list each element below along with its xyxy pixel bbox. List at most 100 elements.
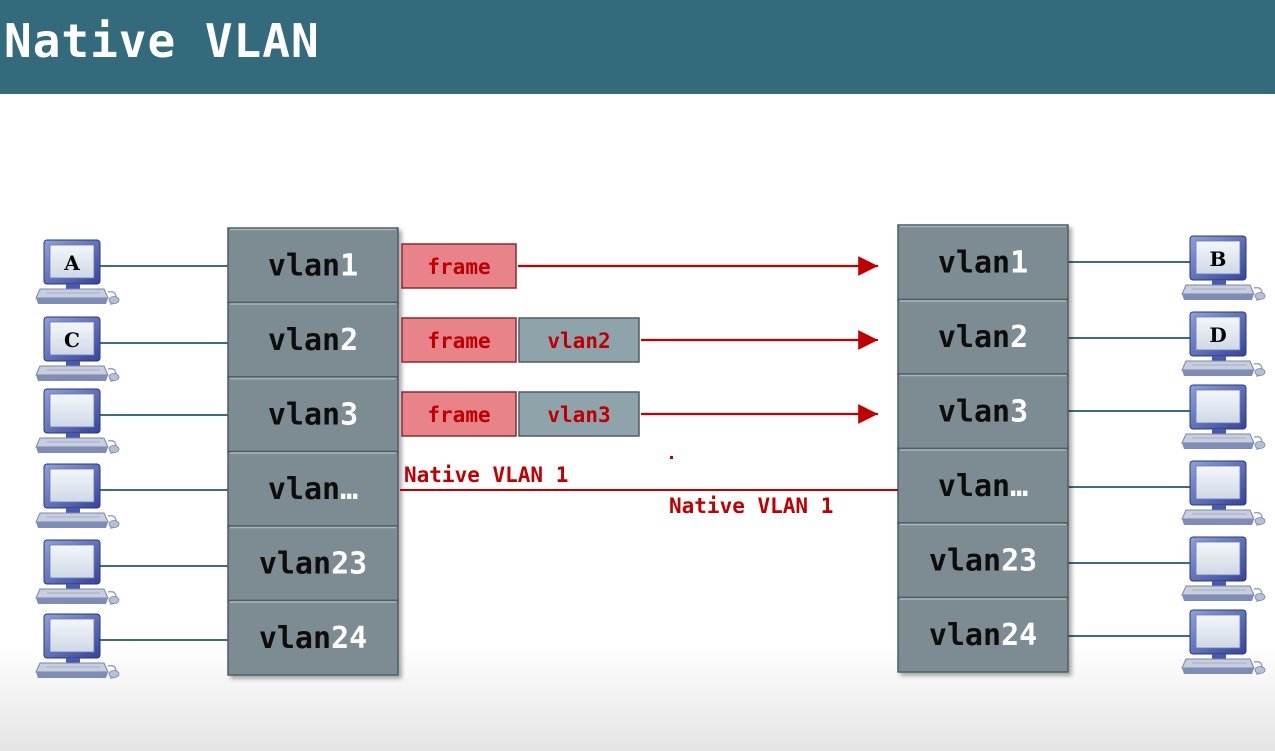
left-port-label: vlan1 [268,248,358,283]
right-port-number: … [1010,469,1028,504]
left-port-number: 24 [331,621,367,656]
native-vlan-label-left: Native VLAN 1 [404,463,568,487]
left-port-name: vlan [268,397,340,432]
left-port-box [227,525,399,602]
left-port-4: vlan… [227,450,399,527]
right-host-label: D [1209,323,1226,347]
left-port-box [227,301,399,378]
left-host-6[interactable] [35,613,120,679]
left-port-box [227,227,399,304]
right-port-label: vlan3 [938,394,1028,429]
right-port-name: vlan [938,469,1010,504]
right-port-box [897,373,1069,450]
right-port-6: vlan24 [897,596,1069,673]
right-host-5[interactable] [1181,536,1266,602]
right-port-number: 24 [1001,618,1037,653]
right-port-box [897,224,1069,301]
computer-icon [1181,609,1266,675]
right-port-number: 23 [1001,543,1037,578]
stray-dot [670,456,673,459]
left-port-6: vlan24 [227,599,399,676]
right-port-name: vlan [938,394,1010,429]
title-bar: Native VLAN [0,0,1275,94]
left-port-label: vlan3 [268,397,358,432]
right-host-2[interactable]: D [1181,311,1266,377]
right-port-name: vlan [938,320,1010,355]
right-port-3: vlan3 [897,373,1069,450]
right-hosts: BD [1181,235,1266,675]
right-port-4: vlan… [897,447,1069,524]
right-port-label: vlan… [938,469,1028,504]
frame-transfers: frame frame vlan2 frame vlan3 [401,243,878,437]
left-host-5[interactable] [35,539,120,605]
computer-icon [1181,536,1266,602]
left-port-box [227,450,399,527]
left-port-box [227,376,399,453]
right-port-number: 1 [1010,245,1028,280]
right-port-name: vlan [929,543,1001,578]
right-port-box [897,596,1069,673]
left-port-name: vlan [268,248,340,283]
right-host-1[interactable]: B [1181,235,1266,301]
native-vlan-link: Native VLAN 1 Native VLAN 1 [400,456,898,518]
right-host-6[interactable] [1181,609,1266,675]
page-title: Native VLAN [4,14,320,68]
frame-box [401,243,517,289]
left-port-3: vlan3 [227,376,399,453]
right-port-number: 2 [1010,320,1028,355]
left-port-number: 2 [340,323,358,358]
vlan-tag-label: vlan3 [547,403,610,427]
vlan-tag-label: vlan2 [547,329,610,353]
left-port-number: 3 [340,397,358,432]
frame-label: frame [427,255,490,279]
left-host-links [96,265,228,641]
right-host-3[interactable] [1181,384,1266,450]
left-port-number: 1 [340,248,358,283]
left-hosts: AC [35,239,120,679]
right-port-label: vlan23 [929,543,1037,578]
right-host-label: B [1210,247,1227,271]
left-port-name: vlan [268,472,340,507]
vlan-tag-box [518,317,640,363]
left-host-1[interactable]: A [35,239,120,305]
left-port-number: 23 [331,546,367,581]
left-port-name: vlan [268,323,340,358]
left-port-label: vlan23 [259,546,367,581]
frame-label: frame [427,403,490,427]
frame-transfer-3: frame vlan3 [401,391,878,437]
left-port-2: vlan2 [227,301,399,378]
left-port-5: vlan23 [227,525,399,602]
left-host-3[interactable] [35,388,120,454]
computer-icon [35,463,120,529]
computer-icon [35,388,120,454]
left-port-label: vlan… [268,472,358,507]
right-port-2: vlan2 [897,298,1069,375]
left-port-name: vlan [259,546,331,581]
right-port-name: vlan [929,618,1001,653]
left-host-label: A [63,251,80,275]
computer-icon [35,539,120,605]
right-port-1: vlan1 [897,224,1069,301]
right-port-label: vlan1 [938,245,1028,280]
frame-box [401,317,517,363]
right-host-links [1068,261,1210,637]
computer-icon [1181,460,1266,526]
vlan-tag-box [518,391,640,437]
left-port-number: … [340,472,358,507]
right-port-box [897,522,1069,599]
left-host-2[interactable]: C [35,316,120,382]
right-port-box [897,298,1069,375]
right-port-label: vlan2 [938,320,1028,355]
left-port-label: vlan24 [259,621,367,656]
left-host-label: C [64,328,80,352]
left-host-4[interactable] [35,463,120,529]
computer-icon [35,613,120,679]
right-port-5: vlan23 [897,522,1069,599]
frame-transfer-2: frame vlan2 [401,317,878,363]
right-host-4[interactable] [1181,460,1266,526]
left-port-label: vlan2 [268,323,358,358]
frame-label: frame [427,329,490,353]
